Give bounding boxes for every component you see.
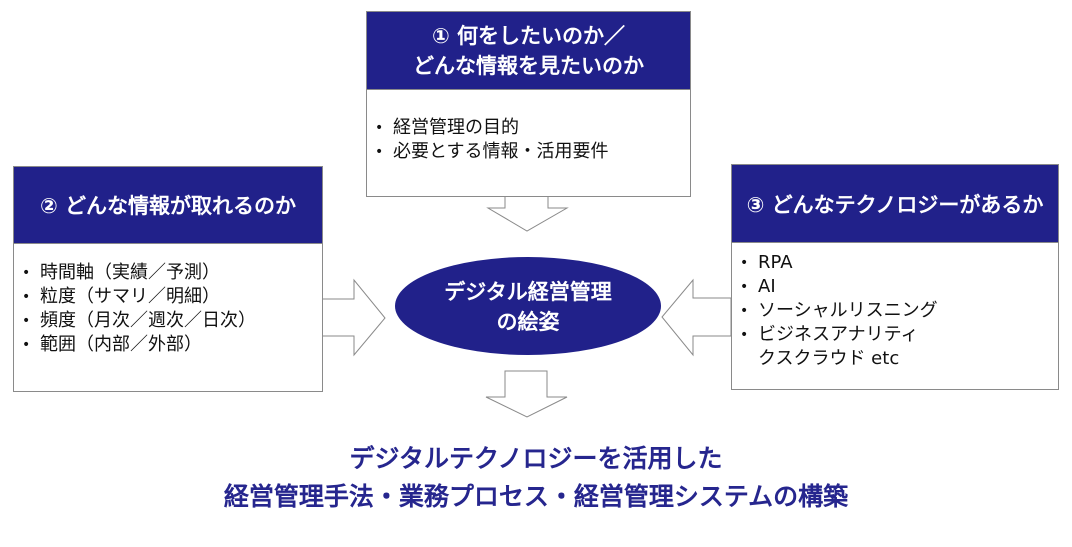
box-technology-list: RPA AI ソーシャルリスニング ビジネスアナリティ クスクラウド etc (732, 251, 1058, 371)
list-item: 時間軸（実績／予測） (14, 261, 322, 285)
list-item-continuation: クスクラウド etc (758, 348, 900, 369)
box-technology: ③ どんなテクノロジーがあるか RPA AI ソーシャルリスニング ビジネスアナ… (731, 164, 1059, 390)
list-item: RPA (732, 251, 1058, 275)
arrow-down-icon (485, 370, 568, 418)
arrow-down-icon (486, 195, 569, 232)
box-available-info: ② どんな情報が取れるのか 時間軸（実績／予測） 粒度（サマリ／明細） 頻度（月… (13, 166, 323, 392)
list-item: ソーシャルリスニング (732, 299, 1058, 323)
center-label: デジタル経営管理 の絵姿 (395, 258, 661, 355)
box-purpose-header: ① 何をしたいのか／ どんな情報を見たいのか (367, 12, 690, 90)
box-purpose-list: 経営管理の目的 必要とする情報・活用要件 (367, 116, 690, 164)
box-available-info-header: ② どんな情報が取れるのか (14, 167, 322, 244)
box-technology-body: RPA AI ソーシャルリスニング ビジネスアナリティ クスクラウド etc (732, 243, 1058, 389)
center-label-line1: デジタル経営管理 (444, 279, 612, 304)
list-item: AI (732, 275, 1058, 299)
center-label-line2: の絵姿 (496, 309, 560, 334)
list-item: 経営管理の目的 (367, 116, 690, 140)
box-available-info-title: ② どんな情報が取れるのか (39, 194, 297, 218)
box-purpose-title-line2: どんな情報を見たいのか (413, 53, 644, 78)
list-item: 必要とする情報・活用要件 (367, 140, 690, 164)
conclusion-line1: デジタルテクノロジーを活用した (349, 444, 723, 473)
box-available-info-body: 時間軸（実績／予測） 粒度（サマリ／明細） 頻度（月次／週次／日次） 範囲（内部… (14, 244, 322, 391)
center-ellipse (395, 257, 661, 355)
conclusion-text: デジタルテクノロジーを活用した 経営管理手法・業務プロセス・経営管理システムの構… (0, 440, 1072, 516)
arrow-left-icon (661, 278, 732, 357)
list-item: 粒度（サマリ／明細） (14, 285, 322, 309)
conclusion-line2: 経営管理手法・業務プロセス・経営管理システムの構築 (223, 482, 849, 511)
box-available-info-list: 時間軸（実績／予測） 粒度（サマリ／明細） 頻度（月次／週次／日次） 範囲（内部… (14, 261, 322, 357)
list-item: ビジネスアナリティ (732, 323, 1058, 347)
list-item: 範囲（内部／外部） (14, 333, 322, 357)
list-item: 頻度（月次／週次／日次） (14, 309, 322, 333)
arrow-right-icon (321, 278, 386, 357)
box-purpose: ① 何をしたいのか／ どんな情報を見たいのか 経営管理の目的 必要とする情報・活… (366, 11, 691, 197)
box-purpose-title-line1: ① 何をしたいのか／ (431, 23, 626, 48)
box-technology-title: ③ どんなテクノロジーがあるか (746, 192, 1044, 217)
box-purpose-body: 経営管理の目的 必要とする情報・活用要件 (367, 90, 690, 196)
box-technology-header: ③ どんなテクノロジーがあるか (732, 165, 1058, 243)
